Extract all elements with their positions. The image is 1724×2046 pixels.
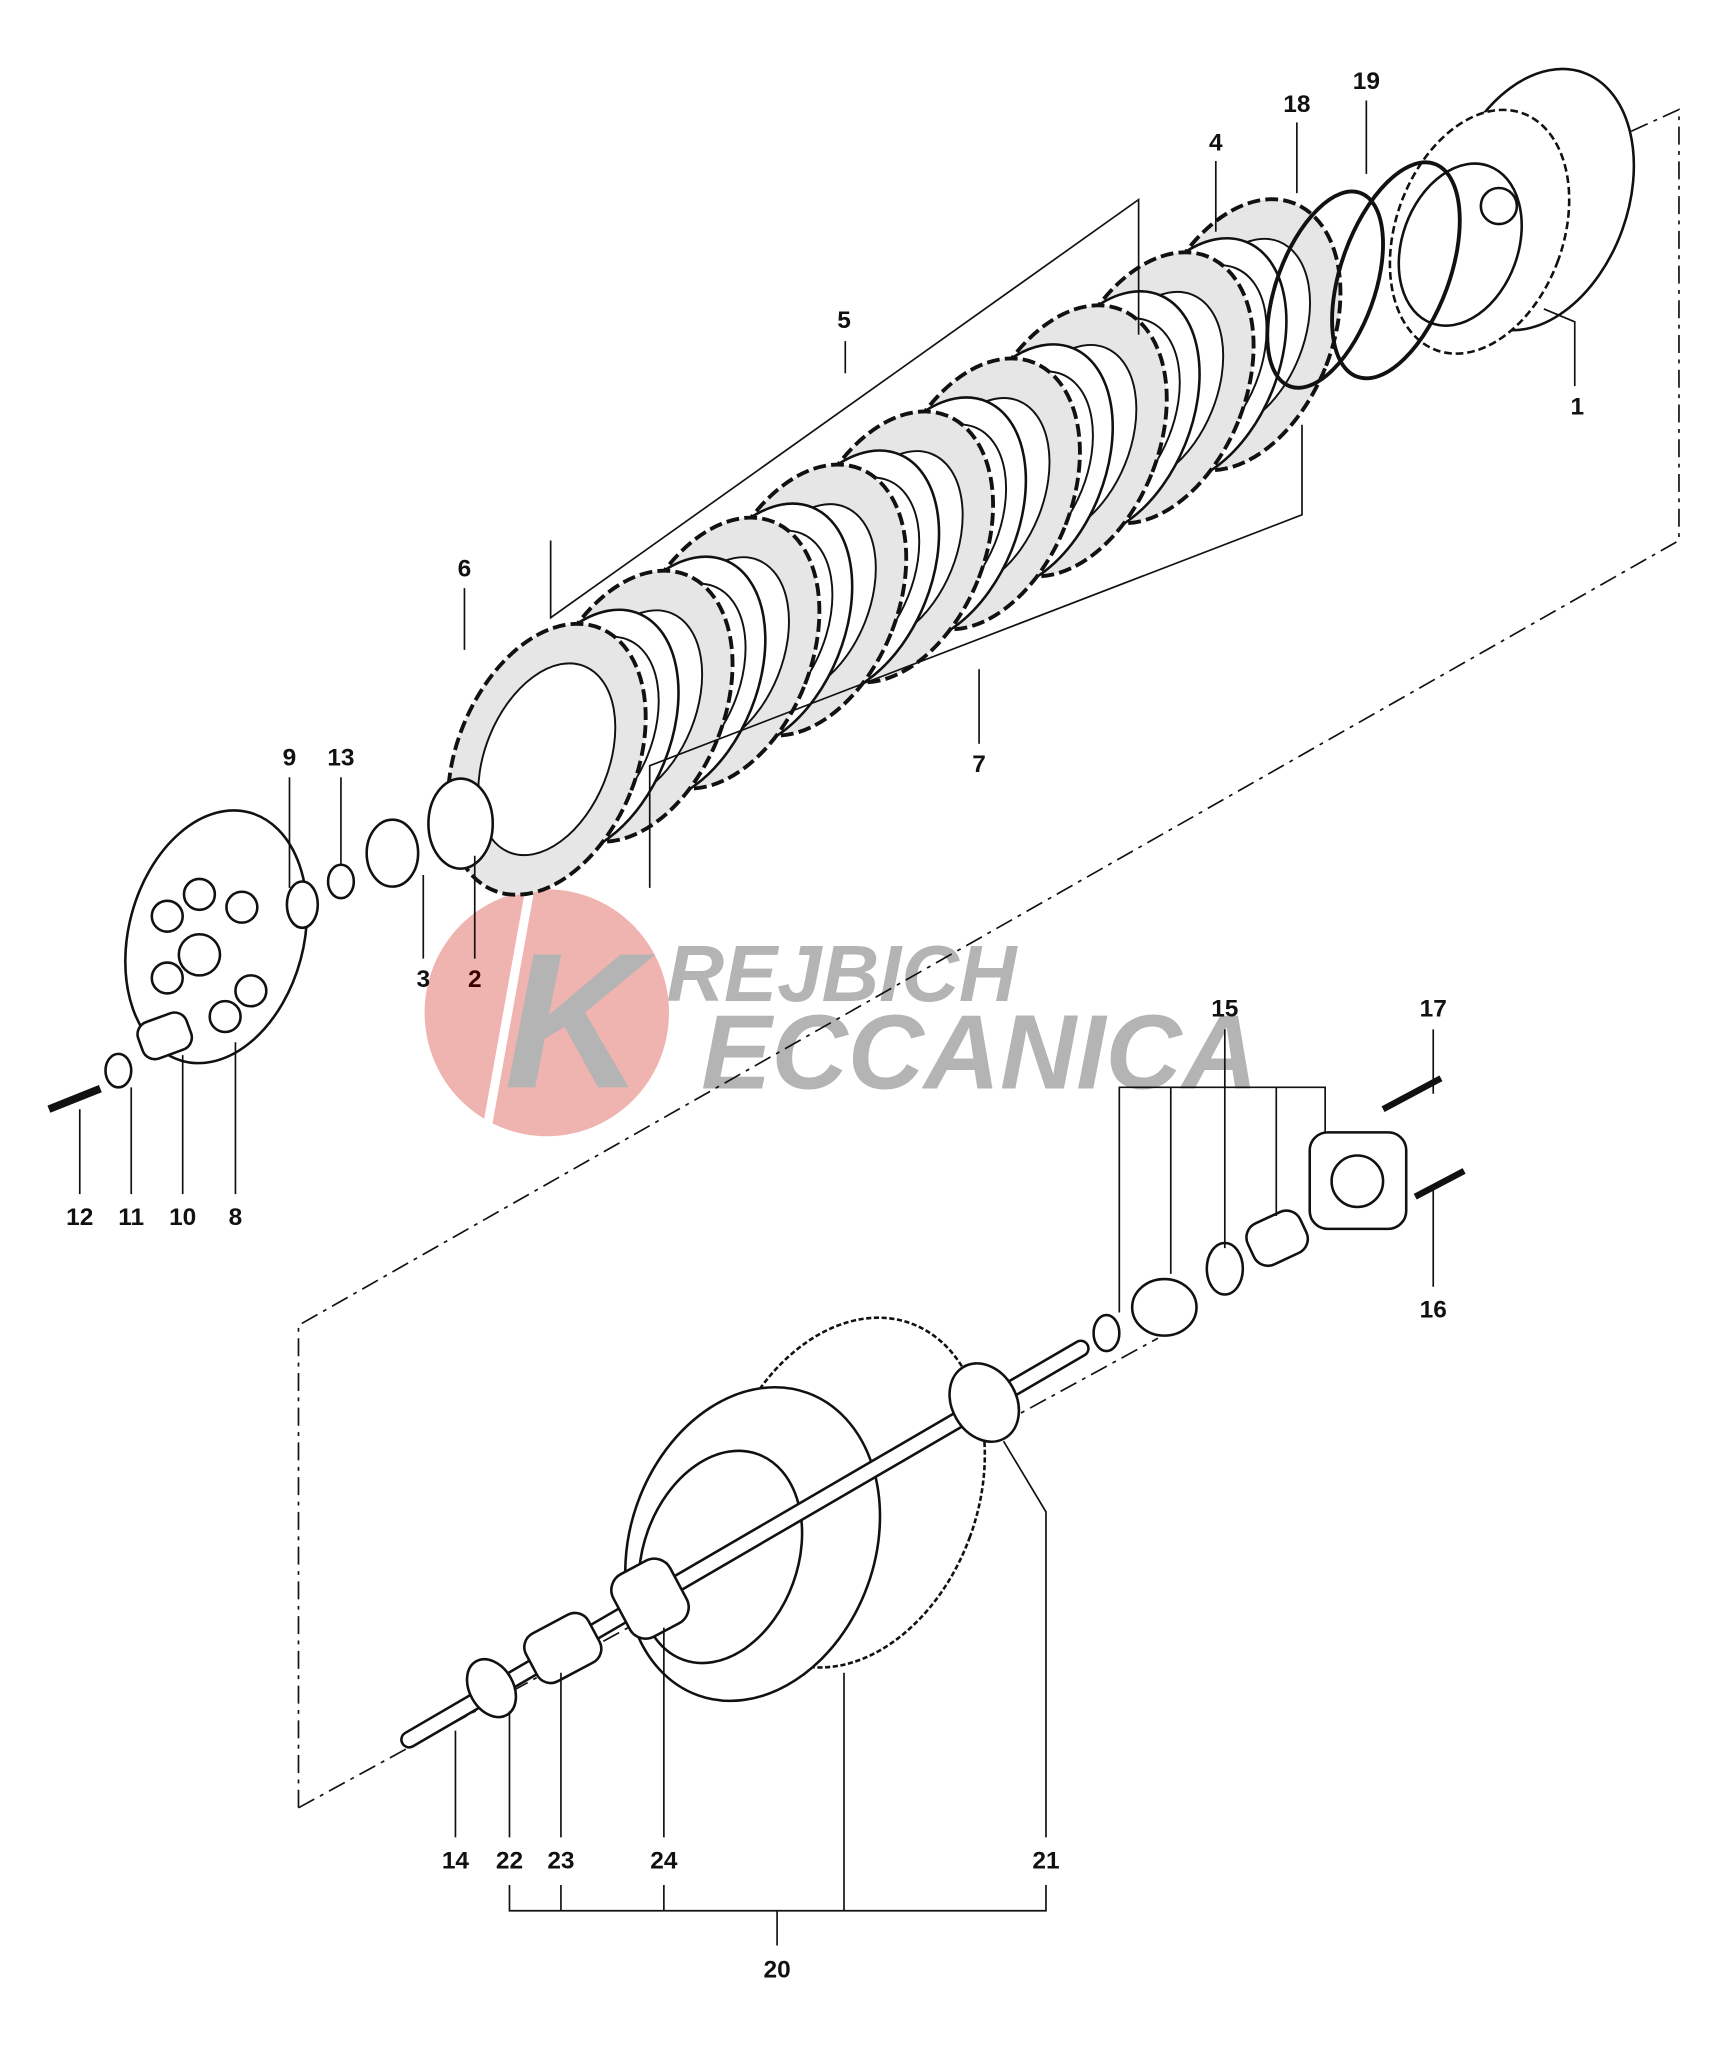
plate-bore <box>477 662 617 857</box>
watermark-k: K <box>504 912 656 1128</box>
label-22: 22 <box>496 1847 523 1874</box>
part-2-washer <box>427 777 495 870</box>
part-labels: 1 2 3 4 5 6 7 8 9 10 11 12 13 14 15 16 1… <box>66 68 1584 1984</box>
label-8: 8 <box>229 1204 243 1231</box>
label-14: 14 <box>442 1847 470 1874</box>
watermark-logo: K REJBICH ECCANICA <box>424 887 1258 1137</box>
label-21: 21 <box>1032 1847 1059 1874</box>
part-15-release-assembly <box>1092 1131 1408 1353</box>
label-6: 6 <box>458 556 472 583</box>
part-21-thrust-washer <box>948 1362 1021 1443</box>
label-19: 19 <box>1353 68 1380 95</box>
label-18: 18 <box>1283 91 1310 118</box>
clutch-plate-stack <box>445 197 1343 897</box>
label-4: 4 <box>1209 130 1223 157</box>
part-18-o-ring <box>1265 189 1385 390</box>
label-13: 13 <box>327 745 354 772</box>
part-23-bushing <box>523 1611 603 1685</box>
part-22-washer <box>465 1657 518 1719</box>
label-20: 20 <box>763 1957 790 1984</box>
part-1-clutch-housing <box>1388 67 1636 355</box>
part-19-o-ring <box>1330 160 1462 381</box>
label-1: 1 <box>1571 393 1585 420</box>
label-24: 24 <box>650 1847 678 1874</box>
part-16-screw <box>1413 1168 1466 1200</box>
part-3-nut <box>365 818 420 888</box>
part-8-pressure-plate <box>124 809 309 1065</box>
assembly-axis-frame <box>297 108 1680 1808</box>
part-12-screw <box>47 1085 102 1113</box>
label-15: 15 <box>1211 996 1238 1023</box>
label-7: 7 <box>972 751 986 778</box>
label-17: 17 <box>1420 996 1447 1023</box>
part-17-screw <box>1381 1075 1443 1113</box>
part-24-splined-hub <box>610 1557 690 1640</box>
part-10-spring <box>136 1011 194 1061</box>
label-12: 12 <box>66 1204 93 1231</box>
label-3: 3 <box>416 966 430 993</box>
part-11-cup <box>104 1052 133 1089</box>
label-11: 11 <box>118 1204 144 1231</box>
label-9: 9 <box>283 745 297 772</box>
watermark-line1: REJBICH <box>666 929 1017 1018</box>
label-2: 2 <box>468 966 482 993</box>
label-16: 16 <box>1420 1297 1447 1324</box>
label-5: 5 <box>837 307 851 334</box>
watermark-line2: ECCANICA <box>701 995 1258 1112</box>
watermark-circle <box>424 889 670 1137</box>
label-10: 10 <box>169 1204 196 1231</box>
part-9-bearing <box>285 880 320 930</box>
label-23: 23 <box>547 1847 574 1874</box>
leader-lines <box>78 100 1576 1946</box>
part-13-bushing <box>326 863 356 900</box>
